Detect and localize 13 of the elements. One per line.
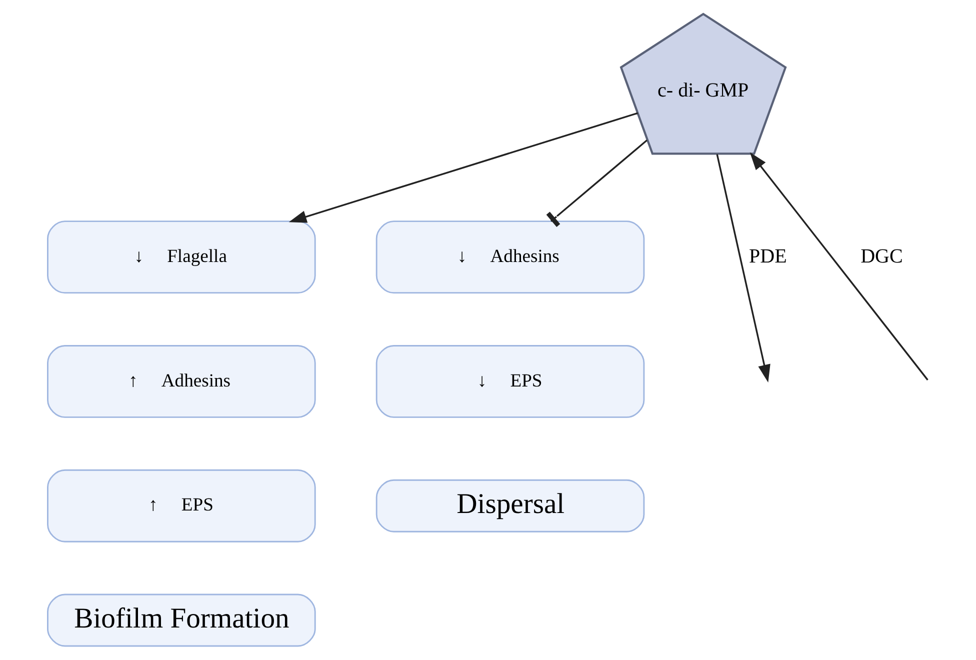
arrow (288, 112, 638, 223)
edge-label: DGC (860, 245, 903, 268)
node-box: ↑ Adhesins (47, 345, 316, 418)
node-box: Dispersal (376, 479, 645, 532)
connector (546, 140, 648, 227)
arrow (750, 152, 928, 380)
node-box: ↓ Adhesins (376, 220, 645, 294)
node-box: ↓ EPS (376, 345, 645, 418)
arrow (716, 154, 770, 382)
node-box: ↓ Flagella (47, 220, 316, 294)
edge-label: PDE (749, 245, 787, 268)
node-box: Biofilm Formation (47, 594, 316, 647)
node-box: ↑ EPS (47, 469, 316, 542)
